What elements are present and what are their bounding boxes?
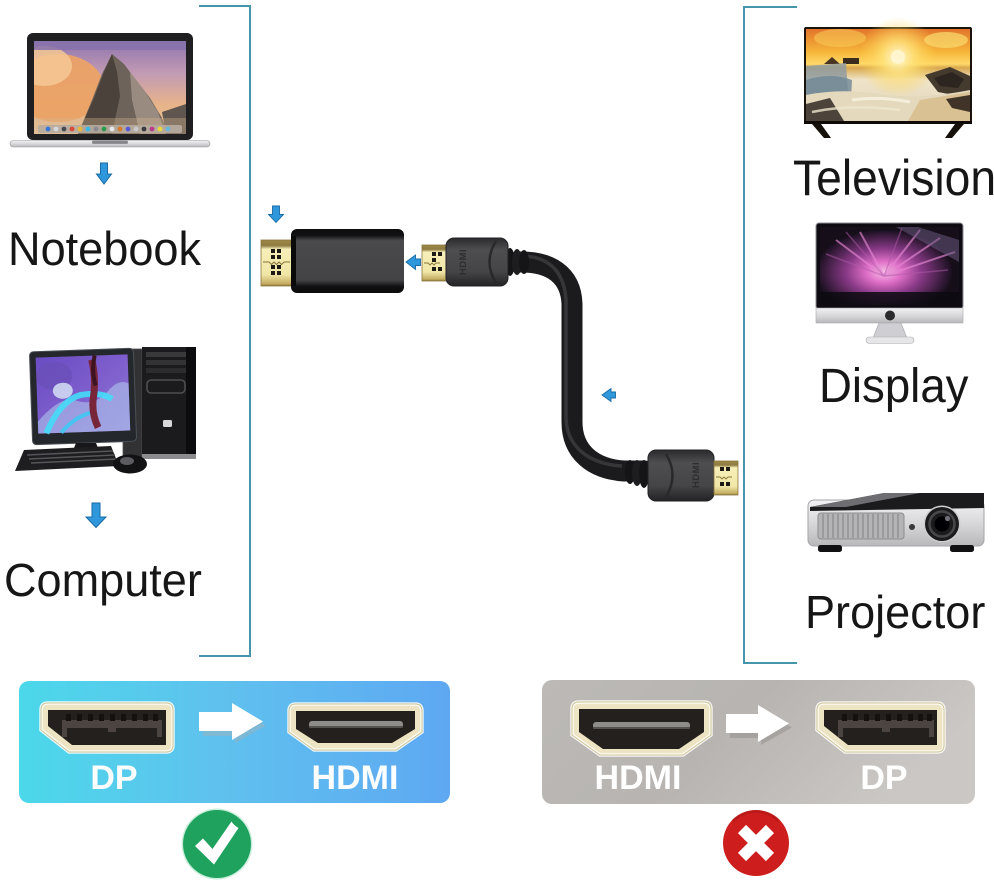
svg-text:Television: Television (793, 150, 994, 206)
svg-text:Display: Display (819, 359, 969, 412)
svg-text:HDMI: HDMI (458, 249, 469, 275)
svg-text:HDMI: HDMI (595, 759, 682, 797)
svg-text:Computer: Computer (4, 555, 202, 607)
svg-text:DP: DP (90, 759, 137, 797)
svg-text:DP: DP (860, 759, 907, 797)
svg-text:Notebook: Notebook (8, 222, 202, 275)
svg-text:HDMI: HDMI (691, 462, 702, 488)
svg-text:Projector: Projector (805, 587, 985, 639)
svg-text:HDMI: HDMI (312, 759, 399, 797)
